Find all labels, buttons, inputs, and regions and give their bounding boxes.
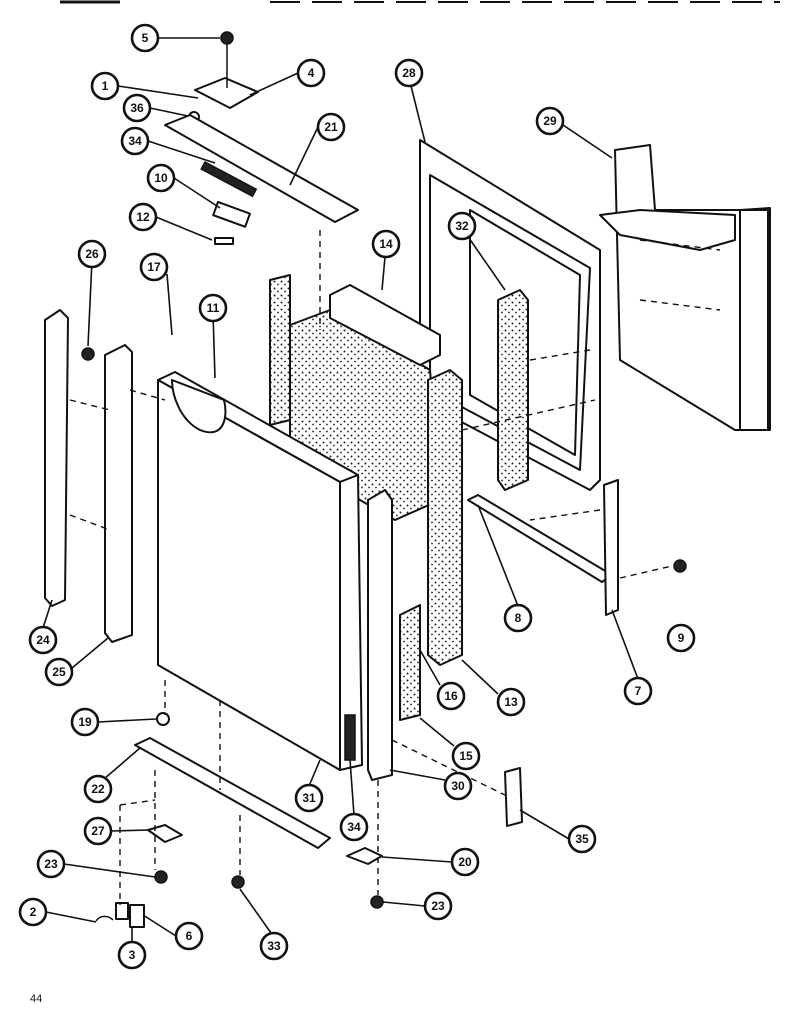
assembly-lines: [69, 230, 673, 905]
svg-text:23: 23: [44, 857, 58, 871]
svg-text:20: 20: [458, 855, 472, 869]
svg-text:13: 13: [504, 695, 518, 709]
callout: 21: [316, 112, 346, 142]
svg-text:3: 3: [129, 948, 136, 962]
svg-text:35: 35: [575, 832, 589, 846]
bottom-rail-part: [467, 479, 619, 616]
svg-text:15: 15: [459, 749, 473, 763]
svg-text:10: 10: [154, 171, 168, 185]
callout: 33: [259, 931, 289, 961]
rear-frame-part: [599, 144, 771, 431]
callout: 7: [623, 676, 653, 706]
svg-text:29: 29: [543, 114, 557, 128]
callout: 34: [339, 812, 369, 842]
svg-text:34: 34: [128, 134, 142, 148]
callout: 36: [122, 93, 152, 123]
svg-text:19: 19: [78, 715, 92, 729]
callout: 23: [423, 891, 453, 921]
callout: 35: [567, 824, 597, 854]
svg-text:30: 30: [451, 779, 465, 793]
svg-text:2: 2: [30, 905, 37, 919]
callout: 28: [394, 58, 424, 88]
callout: 17: [139, 252, 169, 282]
callout: 5: [130, 23, 160, 53]
svg-text:7: 7: [635, 684, 642, 698]
page-number: 44: [30, 993, 42, 1005]
callout: 32: [447, 211, 477, 241]
svg-text:27: 27: [91, 824, 105, 838]
callout: 14: [371, 229, 401, 259]
callout: 22: [83, 774, 113, 804]
svg-text:6: 6: [186, 929, 193, 943]
top-bracket-part: [164, 114, 359, 245]
svg-text:5: 5: [142, 31, 149, 45]
callout: 34: [120, 126, 150, 156]
svg-text:17: 17: [147, 260, 161, 274]
front-channel-part: [344, 489, 393, 781]
callout: 29: [535, 106, 565, 136]
svg-text:28: 28: [402, 66, 416, 80]
leader-lines: [42, 37, 639, 942]
callout: 19: [70, 707, 100, 737]
svg-text:21: 21: [324, 120, 338, 134]
side-strip-part: [427, 369, 463, 666]
callout: 26: [77, 239, 107, 269]
callout: 31: [294, 783, 324, 813]
side-rail-part: [44, 309, 133, 643]
svg-text:14: 14: [379, 237, 393, 251]
channel-part: [497, 289, 529, 491]
svg-text:25: 25: [52, 665, 66, 679]
svg-text:34: 34: [347, 820, 361, 834]
callout: 1: [90, 71, 120, 101]
svg-text:36: 36: [130, 101, 144, 115]
callout: 4: [296, 58, 326, 88]
svg-text:31: 31: [302, 791, 316, 805]
svg-text:33: 33: [267, 939, 281, 953]
callout: 23: [36, 849, 66, 879]
bottom-bracket-part: [134, 712, 331, 849]
top-hinge-part: [188, 31, 259, 123]
svg-text:12: 12: [136, 210, 150, 224]
callout: 6: [174, 921, 204, 951]
svg-text:26: 26: [85, 247, 99, 261]
svg-text:22: 22: [91, 782, 105, 796]
callout: 3: [117, 940, 147, 970]
door-panel-part: [157, 371, 363, 771]
callout: 13: [496, 687, 526, 717]
callout: 2: [18, 897, 48, 927]
svg-text:1: 1: [102, 79, 109, 93]
callout: 8: [503, 603, 533, 633]
svg-text:32: 32: [455, 219, 469, 233]
callout: 27: [83, 816, 113, 846]
svg-text:4: 4: [308, 66, 315, 80]
callout: 12: [128, 202, 158, 232]
callout: 11: [198, 293, 228, 323]
callout: 16: [436, 681, 466, 711]
callout: 30: [443, 771, 473, 801]
svg-text:11: 11: [207, 301, 220, 315]
callout: 20: [450, 847, 480, 877]
callout: 25: [44, 657, 74, 687]
small-hardware-part: [95, 559, 687, 928]
callout: 10: [146, 163, 176, 193]
svg-text:24: 24: [36, 633, 50, 647]
svg-text:23: 23: [431, 899, 445, 913]
callout: 9: [666, 623, 696, 653]
callout: 15: [451, 741, 481, 771]
svg-text:16: 16: [444, 689, 458, 703]
svg-text:8: 8: [515, 611, 522, 625]
svg-text:9: 9: [678, 631, 685, 645]
callout: 24: [28, 625, 58, 655]
